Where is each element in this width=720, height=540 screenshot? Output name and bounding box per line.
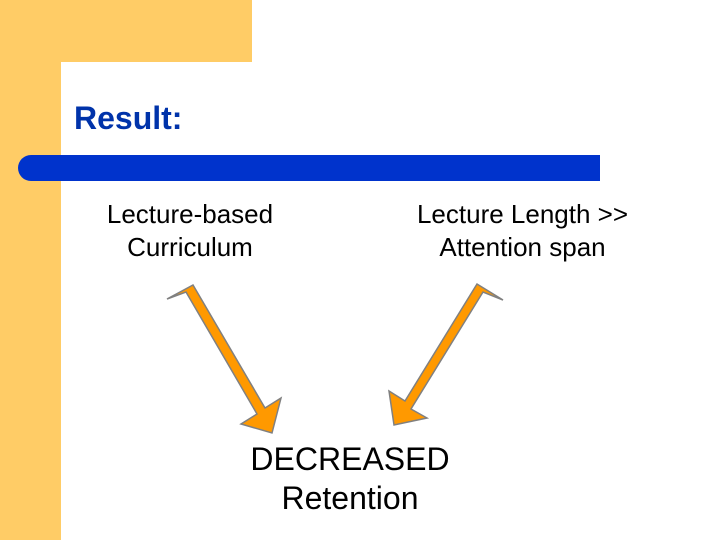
cause-lecture-length: Lecture Length >> Attention span	[380, 198, 665, 263]
accent-top-bar	[0, 0, 252, 62]
arrow-down-right-icon	[166, 283, 283, 434]
effect-line-2: Retention	[281, 480, 419, 517]
content-panel	[61, 62, 720, 540]
effect-decreased-retention: DECREASED Retention	[215, 440, 485, 518]
cause-lecture-length-line-2: Attention span	[439, 231, 606, 262]
cause-lecture-based: Lecture-based Curriculum	[80, 198, 300, 263]
cause-lecture-based-line-1: Lecture-based	[106, 199, 274, 229]
slide-title: Result:	[74, 100, 183, 136]
cause-lecture-length-line-1: Lecture Length >>	[416, 199, 629, 229]
effect-line-1: DECREASED	[250, 441, 450, 477]
cause-lecture-based-line-2: Curriculum	[127, 231, 253, 262]
accent-left-bar	[0, 0, 61, 540]
arrow-down-left-icon	[388, 282, 504, 426]
title-underline-bar	[18, 155, 600, 181]
